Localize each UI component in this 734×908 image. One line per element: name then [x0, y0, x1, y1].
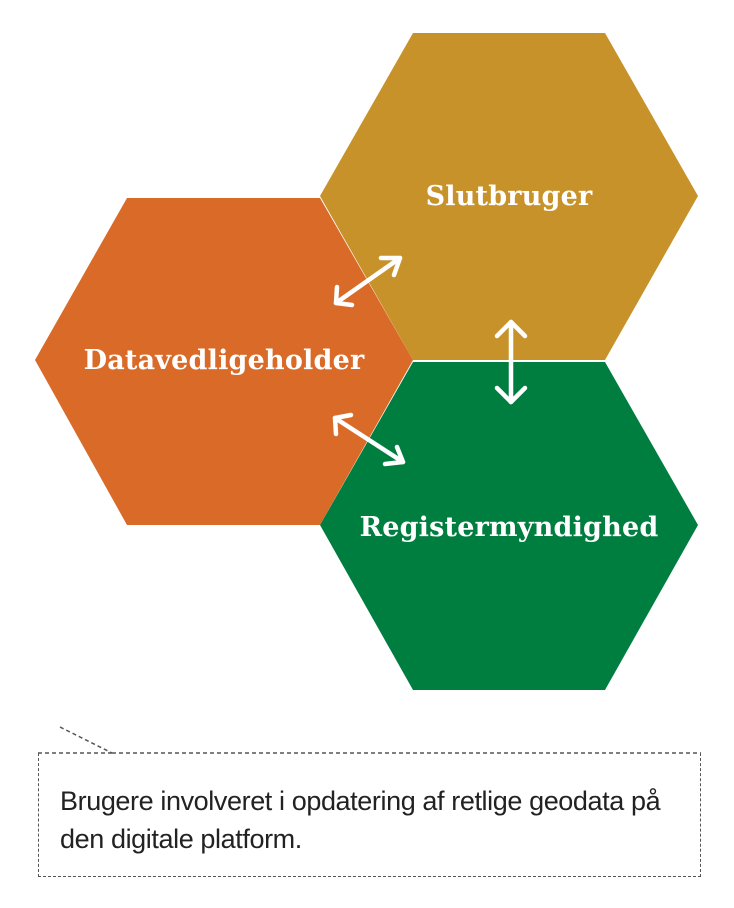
arrow-slutbruger-registermyndighed: [494, 319, 528, 405]
hex-registermyndighed: [320, 362, 698, 690]
caption-text: Brugere involveret i opdatering af retli…: [60, 786, 661, 854]
label-registermyndighed: Registermyndighed: [360, 512, 659, 543]
callout-pointer: [38, 726, 701, 754]
arrow-datavedligeholder-slutbruger: [333, 255, 403, 308]
caption-box: [38, 753, 701, 877]
hex-datavedligeholder: [35, 198, 413, 525]
label-slutbruger: Slutbruger: [426, 181, 593, 212]
hex-slutbruger: [320, 33, 698, 360]
label-datavedligeholder: Datavedligeholder: [84, 345, 365, 376]
arrow-datavedligeholder-registermyndighed: [332, 412, 406, 467]
